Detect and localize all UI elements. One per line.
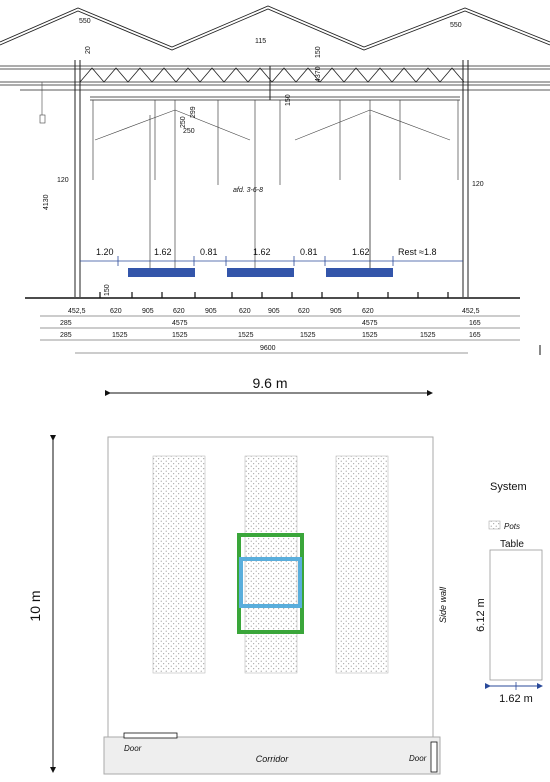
table-width-labels: 1.20 1.62 0.81 1.62 0.81 1.62 Rest ≈1.8 (96, 247, 436, 257)
width-label: 1.62 (253, 247, 271, 257)
pot-table-1 (152, 455, 206, 674)
dim-row1: 452,5 (68, 308, 86, 315)
dim-text: 550 (79, 18, 91, 25)
legend-table-width: 1.62 m (499, 693, 533, 705)
legend: System Pots Table 6.12 m 1.62 m (475, 481, 543, 705)
dim-row2: 4575 (362, 320, 378, 327)
legend-table-height: 6.12 m (475, 598, 487, 632)
dim-text: 20 (85, 46, 92, 54)
dim-row3: 1525 (420, 332, 436, 339)
legend-table (489, 549, 543, 681)
screen-wires (39, 82, 451, 141)
dim-row1: 905 (205, 308, 217, 315)
width-label: 1.62 (154, 247, 172, 257)
pots-label: Pots (504, 522, 520, 531)
dim-row3: 1525 (112, 332, 128, 339)
dim-row1: 905 (330, 308, 342, 315)
corridor-label: Corridor (256, 754, 290, 764)
dim-text: 120 (57, 177, 69, 184)
plan-height-label: 10 m (27, 590, 43, 621)
hanging-rods (92, 100, 459, 275)
dim-total: 9600 (260, 345, 276, 352)
dim-row3: 165 (469, 332, 481, 339)
ground (25, 292, 520, 299)
door-left (123, 732, 178, 739)
table-section-1 (128, 268, 195, 277)
door-right (430, 741, 438, 773)
pots-swatch (488, 520, 501, 530)
dim-text: 150 (285, 94, 292, 106)
annotation: afd. 3-6-8 (233, 187, 263, 194)
table-section-3 (326, 268, 393, 277)
dim-row1: 452,5 (462, 308, 480, 315)
table-section-2 (227, 268, 294, 277)
side-wall-label: Side wall (438, 586, 448, 623)
width-label: Rest ≈1.8 (398, 247, 436, 257)
dim-row3: 1525 (172, 332, 188, 339)
dim-text: 120 (472, 181, 484, 188)
width-label: 1.62 (352, 247, 370, 257)
dimension-chain (40, 315, 520, 354)
width-label: 0.81 (300, 247, 318, 257)
dim-row1: 620 (173, 308, 185, 315)
dim-text: 115 (255, 38, 266, 45)
floor-plan: 9.6 m 10 m Corridor Door Door Side wall (27, 375, 448, 775)
roof-outline (0, 5, 550, 51)
dim-row1: 620 (110, 308, 122, 315)
dim-row1: 620 (239, 308, 251, 315)
table-label: Table (500, 539, 524, 550)
dim-row1: 620 (362, 308, 374, 315)
truss (0, 65, 550, 101)
dim-row1: 620 (298, 308, 310, 315)
dim-row1: 905 (142, 308, 154, 315)
dim-text: 150 (104, 284, 111, 296)
dim-row3: 285 (60, 332, 72, 339)
dim-row3: 1525 (300, 332, 316, 339)
dim-text: 4370 (315, 66, 322, 82)
width-label: 0.81 (200, 247, 218, 257)
dimension-values: 452,5 620 905 620 905 620 905 620 905 62… (60, 308, 481, 352)
dim-text: 550 (450, 22, 462, 29)
dim-row2: 285 (60, 320, 72, 327)
blue-area (239, 557, 302, 608)
corridor (103, 736, 441, 775)
width-label: 1.20 (96, 247, 114, 257)
dim-text: 250 (180, 116, 187, 128)
legend-title: System (490, 481, 527, 493)
dim-row1: 905 (268, 308, 280, 315)
columns (74, 60, 469, 297)
plan-width-label: 9.6 m (252, 375, 287, 391)
cross-section: 1.20 1.62 0.81 1.62 0.81 1.62 Rest ≈1.8 … (0, 5, 550, 355)
dim-text: 250 (183, 128, 195, 135)
door-right-label: Door (409, 754, 427, 763)
tables-section (128, 268, 393, 277)
dim-row2: 4575 (172, 320, 188, 327)
pot-table-3 (335, 455, 389, 674)
pot-table-2 (244, 455, 298, 674)
dim-row3: 1525 (238, 332, 254, 339)
dim-text: 299 (190, 106, 197, 118)
top-dimensions: 550 550 115 150 4370 150 20 250 250 299 … (43, 18, 484, 296)
dim-text: 150 (315, 46, 322, 58)
dim-row3: 1525 (362, 332, 378, 339)
door-left-label: Door (124, 744, 142, 753)
dim-text: 4130 (43, 194, 50, 210)
dim-row2: 165 (469, 320, 481, 327)
